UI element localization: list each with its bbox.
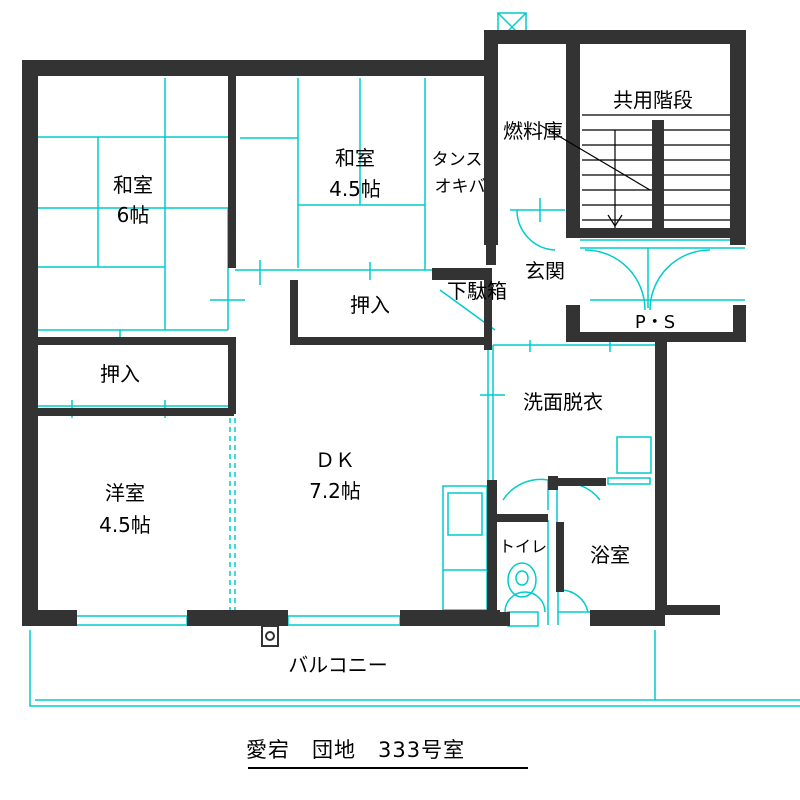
tansu-line2: オキバ bbox=[435, 177, 486, 197]
genkan-label: 玄関 bbox=[525, 259, 565, 283]
balcony-label: バルコニー bbox=[288, 653, 388, 677]
ps-label: P・S bbox=[635, 312, 675, 333]
yoshitsu-name: 洋室 bbox=[105, 481, 145, 505]
room-labels: 和室 6帖 和室 4.5帖 タンス オキバ 燃料庫 共用階段 押入 下駄箱 玄関… bbox=[99, 88, 693, 677]
nenryoko-label: 燃料庫 bbox=[503, 119, 563, 143]
toilet-label: トイレ bbox=[499, 537, 547, 556]
window-dk bbox=[287, 615, 401, 626]
oshiire-upper-label: 押入 bbox=[350, 293, 390, 317]
walls-layer bbox=[22, 30, 746, 647]
oshiire-left-label: 押入 bbox=[100, 362, 140, 386]
dk-name: ＤＫ bbox=[315, 448, 355, 472]
floor-plan-caption: 愛宕 団地 333号室 bbox=[246, 738, 466, 762]
window-yoshitsu bbox=[74, 615, 188, 626]
stairs bbox=[539, 114, 730, 228]
getabako-label: 下駄箱 bbox=[447, 279, 507, 303]
washitsu45-size: 4.5帖 bbox=[329, 177, 381, 201]
caption-underline bbox=[248, 767, 528, 769]
dk-size: 7.2帖 bbox=[309, 479, 361, 503]
washitsu6-name: 和室 bbox=[113, 173, 153, 197]
washer-pan bbox=[616, 436, 652, 474]
kaidan-label: 共用階段 bbox=[613, 88, 693, 112]
washitsu6-size: 6帖 bbox=[117, 203, 150, 227]
fixtures-layer bbox=[29, 12, 800, 707]
yoshitsu-size: 4.5帖 bbox=[99, 513, 151, 537]
toilet-bowl bbox=[507, 562, 537, 598]
tansu-line1: タンス bbox=[432, 150, 483, 170]
kitchen-counter bbox=[442, 485, 488, 611]
washitsu45-name: 和室 bbox=[335, 146, 375, 170]
yokushitsu-label: 浴室 bbox=[590, 543, 630, 567]
senmen-label: 洗面脱衣 bbox=[523, 390, 603, 414]
